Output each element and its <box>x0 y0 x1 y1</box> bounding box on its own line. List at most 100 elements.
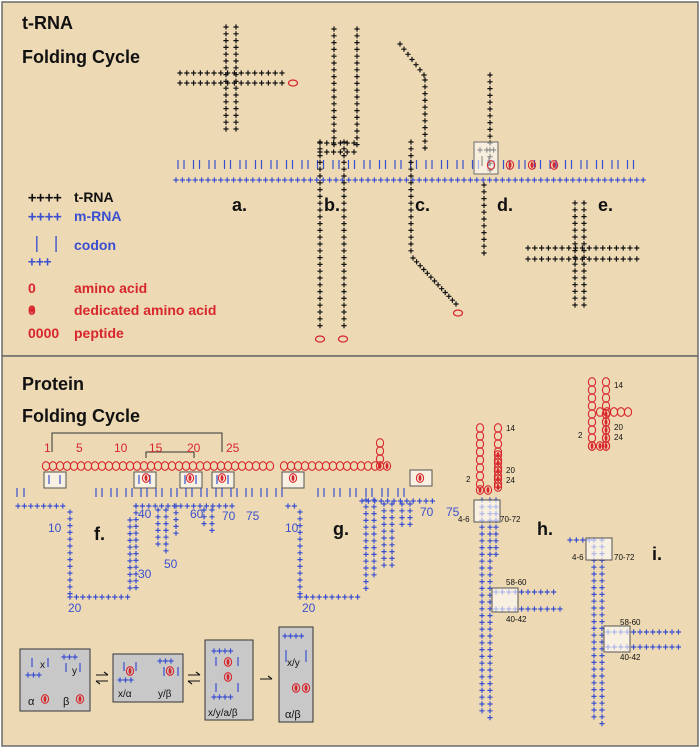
base-mark <box>481 216 487 222</box>
base-mark <box>479 579 485 585</box>
base-mark <box>341 234 347 240</box>
base-mark <box>599 721 605 727</box>
base-mark <box>331 87 337 93</box>
trna-title-line2: Folding Cycle <box>22 47 140 67</box>
base-mark <box>487 619 493 625</box>
base-mark <box>417 498 423 504</box>
base-mark <box>409 56 415 63</box>
base-mark <box>30 672 37 678</box>
dedicated-amino-acid <box>475 485 485 495</box>
dedicated-amino-acid <box>601 425 611 435</box>
base-mark <box>384 177 390 183</box>
base-mark <box>422 77 428 83</box>
amino-acid <box>493 431 503 441</box>
trna-a-cross <box>177 24 285 132</box>
base-mark <box>298 633 305 639</box>
trna-stage-labels: a.b.c.d.e. <box>232 195 613 215</box>
base-mark <box>650 644 656 650</box>
base-mark <box>93 594 99 600</box>
base-mark <box>341 166 347 172</box>
base-mark <box>317 302 323 308</box>
cycle-arrows <box>95 671 273 685</box>
base-mark <box>191 80 197 86</box>
base-mark <box>192 177 198 183</box>
base-mark <box>422 145 428 151</box>
base-mark <box>559 256 565 262</box>
base-mark <box>222 648 228 654</box>
base-mark <box>591 578 597 584</box>
base-mark <box>342 594 348 600</box>
base-mark <box>531 177 537 183</box>
base-mark <box>310 594 316 600</box>
base-mark <box>223 99 229 105</box>
f-number-label: 50 <box>164 557 178 571</box>
base-mark <box>223 112 229 118</box>
base-mark <box>341 200 347 206</box>
base-mark <box>544 606 550 612</box>
base-mark <box>331 140 337 146</box>
base-mark <box>146 503 152 509</box>
base-mark <box>591 707 597 713</box>
base-mark <box>341 173 347 179</box>
base-mark <box>581 214 587 220</box>
dedicated-dot <box>604 435 608 441</box>
base-mark <box>479 647 485 653</box>
base-mark <box>354 53 360 59</box>
base-mark <box>317 193 323 199</box>
legend-peptide-label: peptide <box>74 325 124 341</box>
base-mark <box>408 187 414 193</box>
amino-acid <box>475 455 485 465</box>
base-mark <box>581 227 587 233</box>
base-mark <box>133 585 139 591</box>
base-mark <box>479 545 485 551</box>
base-mark <box>297 509 303 515</box>
f-number-label: 10 <box>48 521 62 535</box>
base-mark <box>354 80 360 86</box>
base-mark <box>127 551 133 557</box>
base-mark <box>331 74 337 80</box>
base-mark <box>133 537 139 543</box>
base-mark <box>391 498 397 504</box>
base-mark <box>341 227 347 233</box>
base-mark <box>600 256 606 262</box>
dedicated-dot <box>604 427 608 433</box>
base-mark <box>203 503 209 509</box>
base-mark <box>413 62 419 68</box>
base-mark <box>391 177 397 183</box>
base-mark <box>591 619 597 625</box>
base-mark <box>233 106 239 112</box>
base-mark <box>127 524 133 530</box>
base-mark <box>599 700 605 706</box>
base-mark <box>479 551 485 557</box>
g-number-label: 70 <box>420 505 434 519</box>
base-mark <box>233 126 239 132</box>
base-mark <box>359 498 365 504</box>
dedicated-amino-acid <box>493 474 503 484</box>
base-mark <box>303 594 309 600</box>
base-mark <box>133 517 139 523</box>
base-mark <box>399 508 405 514</box>
base-mark <box>581 268 587 274</box>
base-mark <box>599 680 605 686</box>
base-mark <box>163 527 169 533</box>
base-mark <box>389 501 395 507</box>
base-mark <box>341 159 347 165</box>
base-mark <box>410 498 416 504</box>
amino-acid <box>623 407 633 417</box>
base-mark <box>602 177 608 183</box>
base-mark <box>381 521 387 527</box>
base-mark <box>173 510 179 516</box>
base-mark <box>487 660 493 666</box>
base-mark <box>223 24 229 30</box>
base-mark <box>408 159 414 165</box>
base-mark <box>331 80 337 86</box>
dedicated-amino-acid <box>415 473 425 483</box>
base-mark <box>599 598 605 604</box>
base-mark <box>487 531 493 537</box>
base-mark <box>449 297 456 303</box>
base-mark <box>479 524 485 530</box>
base-mark <box>512 177 518 183</box>
base-mark <box>197 80 203 86</box>
base-mark <box>591 612 597 618</box>
base-mark <box>341 255 347 261</box>
